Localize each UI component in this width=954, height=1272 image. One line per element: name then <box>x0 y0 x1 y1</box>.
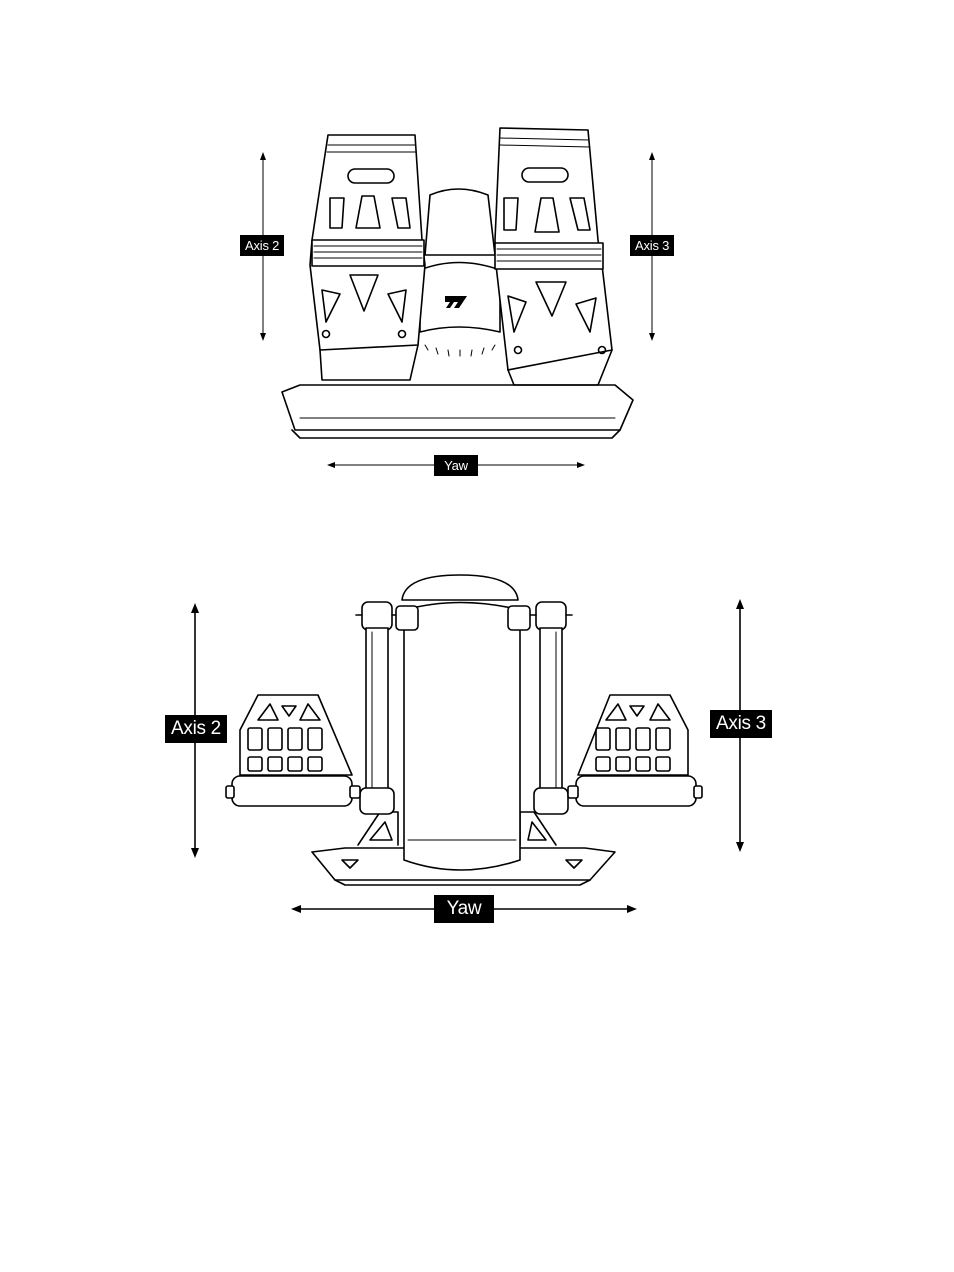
yaw-label: Yaw <box>434 895 494 923</box>
scale-ticks <box>425 345 495 356</box>
right-foot-plate <box>568 695 702 806</box>
yaw-label: Yaw <box>434 455 478 476</box>
axis-3-label: Axis 3 <box>710 710 772 738</box>
pedals-side-view: Axis 2 Axis 3 Yaw <box>0 540 954 960</box>
axis-2-label: Axis 2 <box>165 715 227 743</box>
pedal-set-front-illustration <box>0 0 954 500</box>
left-pedal <box>310 135 425 380</box>
axis-3-label: Axis 3 <box>630 235 674 256</box>
left-foot-plate <box>226 695 360 806</box>
right-pedal <box>495 128 612 385</box>
axis-2-label: Axis 2 <box>240 235 284 256</box>
pedals-front-view: Axis 2 Axis 3 Yaw <box>0 0 954 500</box>
